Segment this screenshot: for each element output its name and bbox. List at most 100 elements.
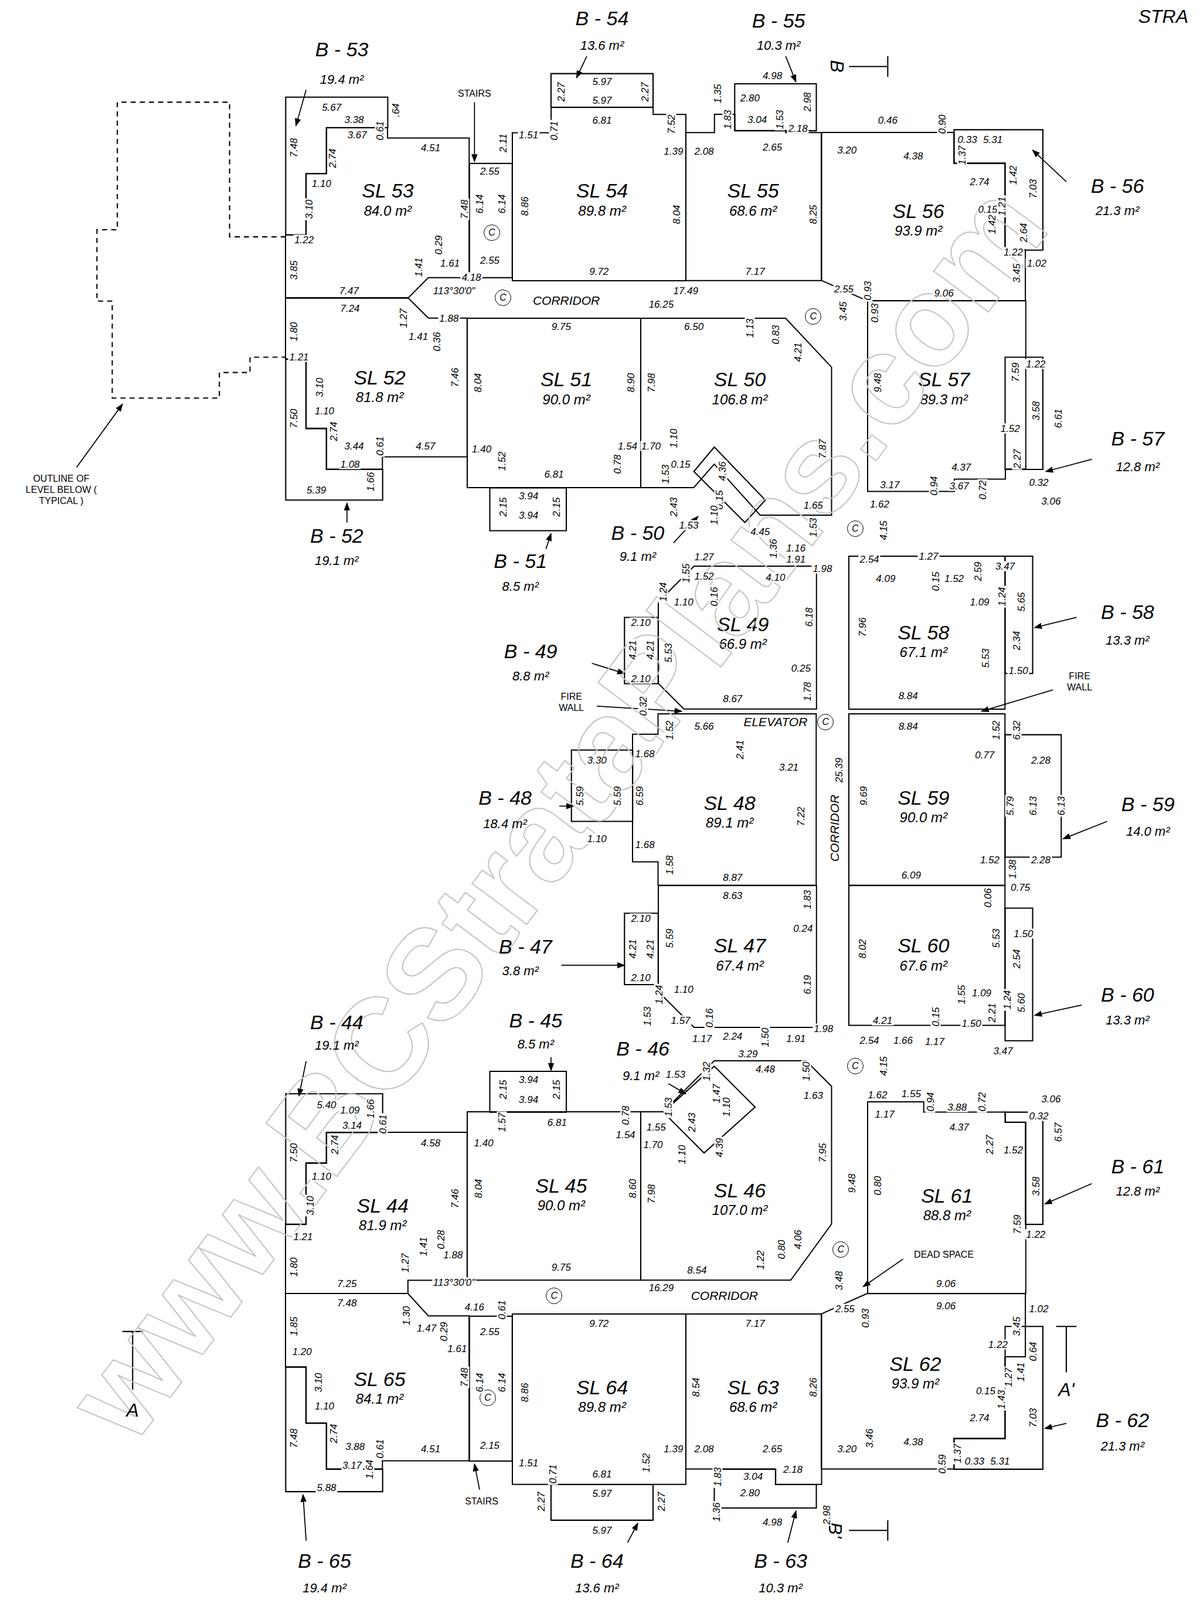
leader-line [1044, 1183, 1092, 1205]
dimension: 6.57 [1053, 1122, 1064, 1144]
dimension: 2.10 [630, 972, 652, 983]
dimension: 2.08 [692, 145, 715, 156]
lot-area: 67.1 m² [897, 644, 950, 661]
dimension: 7.25 [335, 1278, 358, 1289]
lot-number: SL 46 [712, 1179, 768, 1203]
dimension: 0.72 [977, 478, 988, 501]
dimension: 4.09 [874, 573, 897, 584]
leader-line [787, 1511, 797, 1543]
dimension: 0.24 [791, 923, 814, 934]
dimension: 6.81 [543, 469, 566, 480]
dimension: 5.67 [320, 102, 343, 112]
area-label: 19.1 m² [314, 553, 359, 569]
common-property-circle: C [483, 224, 501, 241]
dimension: 3.88 [946, 1102, 968, 1113]
dimension: 0.16 [704, 1007, 715, 1030]
dimension: 7.17 [744, 1318, 767, 1329]
dimension: 0.29 [433, 233, 444, 256]
dimension: 1.70 [641, 1140, 664, 1151]
balcony-label: B - 52 [310, 524, 364, 547]
dimension: 7.22 [796, 805, 807, 828]
dimension: 1.36 [768, 538, 779, 560]
dimension: 1.09 [968, 596, 991, 607]
strata-lot: SL 5568.6 m² [685, 114, 822, 281]
dimension: 1.62 [866, 1089, 889, 1100]
dimension: 1.22 [1002, 246, 1025, 257]
dimension: 7.48 [335, 1297, 358, 1308]
dimension: 1.22 [293, 235, 315, 246]
balcony-outline [1005, 556, 1033, 674]
dimension: 3.45 [837, 300, 848, 322]
dimension: 1.24 [997, 586, 1008, 608]
dimension: 1.10 [310, 178, 333, 189]
dimension: 1.52 [990, 719, 1001, 742]
dimension: 4.39 [714, 1137, 725, 1159]
dimension: 1.50 [960, 1018, 983, 1029]
dimension: 1.40 [470, 443, 493, 454]
dimension: 1.57 [497, 1111, 508, 1134]
balcony-label: B - 49 [504, 639, 558, 663]
dimension: 1.10 [676, 1144, 687, 1166]
dimension: 5.31 [988, 1456, 1011, 1467]
common-property-mark: C [837, 1245, 845, 1255]
dimension: 5.97 [590, 94, 613, 105]
dimension: 0.15 [930, 570, 941, 593]
dimension: 1.54 [616, 440, 639, 451]
dimension: 0.32 [1027, 477, 1050, 488]
leader-line [474, 102, 476, 162]
area-label: 19.4 m² [320, 72, 365, 88]
dimension: 1.57 [669, 1015, 692, 1026]
balcony-label: B - 46 [616, 1037, 670, 1061]
dimension: 2.65 [761, 1443, 784, 1454]
dimension: 5.60 [1016, 992, 1027, 1015]
dimension: 1.22 [987, 1340, 1009, 1351]
lot-boundary [685, 114, 822, 281]
dimension: 7.03 [1027, 1407, 1038, 1430]
common-property-mark: C [499, 293, 507, 303]
common-property-circle: C [804, 308, 822, 325]
dimension: 1.24 [658, 580, 669, 603]
dimension: 2.74 [329, 1133, 340, 1156]
lot-boundary [685, 1314, 822, 1485]
lot-area: 89.8 m² [576, 202, 628, 219]
dimension: 4.37 [948, 1122, 971, 1133]
dimension: 2.80 [739, 1487, 761, 1498]
lot-text-group: SL 5489.8 m² [576, 179, 628, 219]
dimension: 7.46 [450, 1188, 461, 1210]
dimension: 0.36 [431, 331, 442, 353]
lot-number: SL 53 [361, 179, 414, 203]
dimension: 1.52 [978, 855, 1001, 866]
leader-line [1044, 1423, 1067, 1430]
dimension: 0.59 [936, 1453, 947, 1475]
dimension: 5.53 [980, 647, 991, 669]
dimension: 7.98 [646, 1182, 656, 1205]
dimension: 5.59 [612, 784, 623, 807]
dimension: 1.36 [711, 1501, 722, 1524]
dimension: 3.04 [742, 1471, 764, 1482]
balcony-outline [490, 1071, 567, 1113]
dimension: 4.21 [644, 638, 655, 661]
corridor-label: CORRIDOR [689, 1289, 760, 1304]
dimension: 4.98 [761, 1517, 784, 1528]
dimension: 3.44 [342, 440, 365, 451]
leader-line [545, 534, 552, 550]
common-property-circle: C [545, 1287, 563, 1305]
dimension: 0.80 [776, 1239, 787, 1261]
dimension: 4.38 [902, 151, 924, 162]
corridor-label: ELEVATOR [741, 715, 809, 730]
balcony-outline [954, 1326, 1043, 1470]
lot-area: 68.6 m² [726, 1399, 779, 1416]
dimension: 0.78 [612, 453, 623, 475]
dimension: 7.46 [450, 366, 461, 389]
leader-line [76, 404, 123, 468]
dimension: 2.27 [984, 1133, 995, 1156]
dimension: 1.53 [660, 463, 671, 486]
dimension: 0.75 [1009, 882, 1032, 893]
dimension: 0.71 [548, 1463, 559, 1486]
dimension: 1.40 [473, 1137, 495, 1148]
dimension: 1.52 [692, 571, 715, 582]
dimension: 1.37 [957, 144, 968, 166]
lot-number: SL 45 [535, 1174, 587, 1198]
lot-text-group: SL 4889.1 m² [703, 791, 756, 831]
dimension: 1.85 [289, 1315, 299, 1338]
